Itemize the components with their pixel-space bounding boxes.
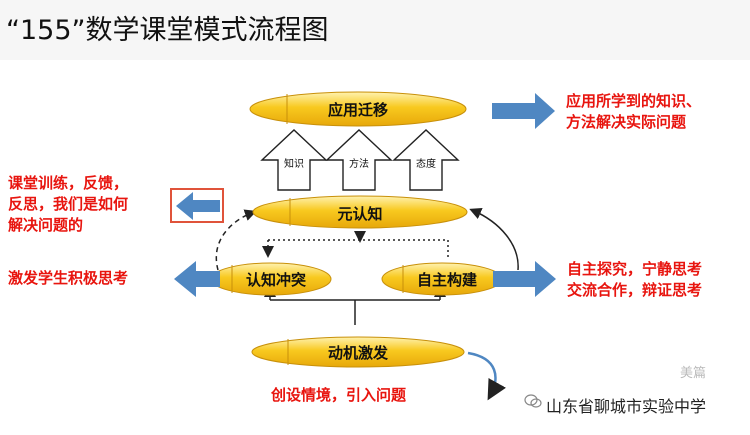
connector-dotted-meta: [268, 239, 449, 260]
up-arrow-knowledge: [260, 129, 328, 191]
wechat-icon: [524, 394, 542, 408]
oval-construct: [381, 262, 503, 296]
footer-school-name: 山东省聊城市实验中学: [546, 397, 707, 416]
connector-motivate-curl: [467, 351, 507, 401]
node-conflict: 认知冲突: [245, 271, 306, 289]
node-construct: 自主构建: [416, 271, 477, 289]
blue-arrows: [174, 93, 556, 297]
up-arrow-method: [325, 129, 393, 191]
blue-arrow-construct: [493, 261, 556, 297]
flowchart-slide: 应用迁移 元认知 认知冲突 自主构建 动机激发 知识 方法 态度 应用所学到的知…: [0, 60, 750, 435]
note-meta: 课堂训练，反馈， 反思，我们是如何 解决问题的: [8, 174, 129, 234]
blue-arrow-meta: [176, 192, 220, 220]
node-apply: 应用迁移: [327, 101, 388, 119]
blue-arrow-apply: [492, 93, 555, 129]
page-title: “155”数学课堂模式流程图: [6, 15, 329, 46]
oval-meta: [252, 195, 468, 229]
node-meta: 元认知: [337, 205, 383, 223]
note-apply: 应用所学到的知识、 方法解决实际问题: [566, 92, 702, 131]
up-arrows: [260, 129, 460, 191]
up-arrow-label-method: 方法: [349, 159, 369, 170]
meta-arrow-box: [170, 188, 224, 223]
node-motivate: 动机激发: [327, 344, 388, 362]
up-arrow-label-knowledge: 知识: [284, 159, 304, 170]
blue-arrow-conflict: [174, 261, 220, 297]
note-motivate: 创设情境，引入问题: [271, 386, 407, 404]
up-arrow-label-attitude: 态度: [416, 159, 436, 170]
connector-dashed-left: [215, 209, 257, 271]
oval-motivate: [251, 336, 465, 368]
up-arrow-attitude: [392, 129, 460, 191]
note-construct: 自主探究，宁静思考 交流合作，辩证思考: [567, 260, 703, 299]
oval-apply: [249, 91, 467, 127]
watermark-text: 美篇: [680, 366, 707, 381]
connector-curved-right: [469, 208, 519, 271]
note-conflict: 激发学生积极思考: [8, 269, 129, 287]
flowchart-graphics: [170, 91, 556, 401]
connector-lines: [215, 208, 519, 401]
